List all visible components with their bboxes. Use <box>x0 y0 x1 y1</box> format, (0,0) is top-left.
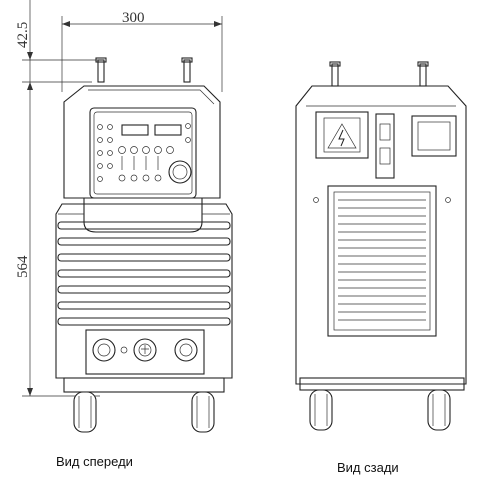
rear-handle-right <box>417 61 429 87</box>
rear-housing <box>295 85 467 385</box>
rear-view <box>295 61 467 431</box>
rear-wheel-right <box>427 389 451 431</box>
rear-vent-grille <box>327 185 437 337</box>
output-terminal-left <box>92 338 116 362</box>
front-cooling-fins <box>57 213 231 326</box>
rear-vent-slats <box>338 199 426 321</box>
front-handle-left <box>95 57 107 83</box>
front-display-left <box>121 124 149 136</box>
dimension-lines <box>22 0 223 397</box>
rear-wheel-left <box>309 389 333 431</box>
front-control-knob <box>168 160 192 184</box>
rear-handle-left <box>329 61 341 87</box>
control-panel <box>89 107 197 199</box>
dimension-width: 300 <box>122 10 145 26</box>
panel-indicators <box>97 123 191 182</box>
front-upper-housing <box>63 85 221 199</box>
front-connector-panel <box>85 329 205 375</box>
panel-switches <box>118 146 174 182</box>
front-wheel-left <box>73 391 97 433</box>
front-display-right <box>154 124 182 136</box>
front-handle-right <box>181 57 193 83</box>
high-voltage-icon <box>327 123 357 149</box>
dimension-height: 564 <box>15 255 31 278</box>
rear-fuse-holder <box>375 113 395 179</box>
dimension-top-offset: 42.5 <box>15 22 31 48</box>
caption-front-view: Вид спереди <box>56 454 133 469</box>
rear-nameplate <box>411 115 457 157</box>
front-lower-housing <box>55 203 233 379</box>
front-base <box>63 377 225 393</box>
rear-screws <box>313 197 451 203</box>
output-terminal-right <box>174 338 198 362</box>
rear-base <box>299 377 465 391</box>
rear-breaker-box <box>315 111 369 159</box>
front-wheel-right <box>191 391 215 433</box>
front-view <box>55 57 233 433</box>
caption-rear-view: Вид сзади <box>337 460 399 475</box>
output-terminal-center <box>133 338 157 362</box>
